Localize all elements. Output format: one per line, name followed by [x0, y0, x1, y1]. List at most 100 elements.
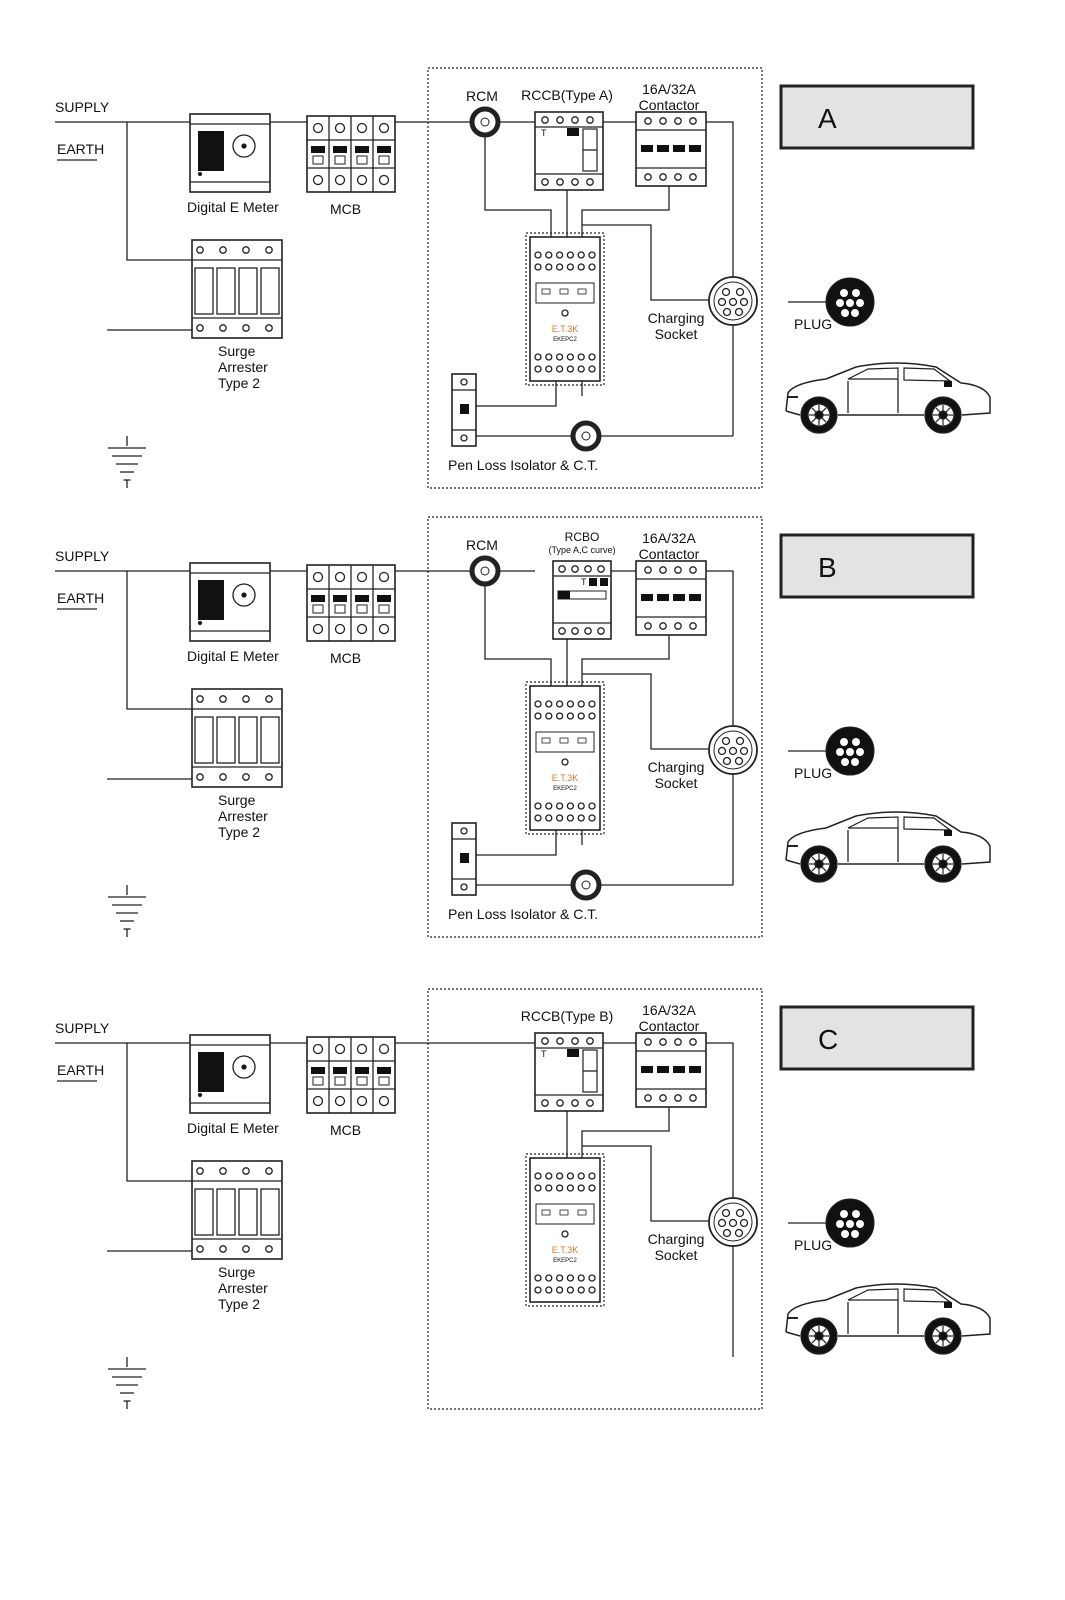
- meter-label: Digital E Meter: [187, 199, 279, 215]
- rcm-ring: [469, 106, 501, 138]
- contactor-label-2: Contactor: [639, 1018, 700, 1034]
- contactor-label-2: Contactor: [639, 546, 700, 562]
- plug-label: PLUG: [794, 316, 832, 332]
- mcb-label: MCB: [330, 1122, 361, 1138]
- socket-label-2: Socket: [655, 775, 698, 791]
- socket-label-1: Charging: [648, 1231, 705, 1247]
- plug-icon: [825, 1198, 875, 1248]
- mcb-label: MCB: [330, 201, 361, 217]
- charging-socket-icon: [708, 1197, 758, 1247]
- rcbo: T: [552, 560, 612, 640]
- variant-letter: B: [818, 552, 837, 583]
- socket-label-1: Charging: [648, 759, 705, 775]
- controller-model: EKEPC2: [553, 1258, 577, 1264]
- controller-brand: E.T.3K: [552, 1245, 579, 1255]
- pen-loss-isolator: [451, 373, 477, 447]
- meter-label: Digital E Meter: [187, 1120, 279, 1136]
- surge-arrester: [191, 688, 283, 788]
- supply-label: SUPPLY: [55, 1020, 110, 1036]
- surge-label-3: Type 2: [218, 375, 260, 391]
- svg-text:T: T: [541, 1049, 547, 1059]
- rcd-label: RCBO: [565, 530, 600, 544]
- rcm-label: RCM: [466, 88, 498, 104]
- plug-icon: [825, 726, 875, 776]
- mcb: [306, 1036, 396, 1114]
- socket-label-2: Socket: [655, 326, 698, 342]
- charging-socket-icon: [708, 725, 758, 775]
- controller-brand: E.T.3K: [552, 324, 579, 334]
- supply-label: SUPPLY: [55, 548, 110, 564]
- surge-label-2: Arrester: [218, 1280, 268, 1296]
- diagram-c: SUPPLY EARTH Digital E Meter MCB SurgeArrest…: [55, 988, 991, 1410]
- contactor-label-1: 16A/32A: [642, 1002, 696, 1018]
- earth-label: EARTH: [57, 590, 104, 606]
- earth-ground-symbol: [108, 447, 146, 488]
- variant-letter: C: [818, 1024, 838, 1055]
- socket-label-1: Charging: [648, 310, 705, 326]
- car-icon: [785, 811, 991, 883]
- car-icon: [785, 362, 991, 434]
- surge-label-1: Surge: [218, 1264, 256, 1280]
- enclosure-box: [427, 67, 763, 489]
- surge-arrester: [191, 1160, 283, 1260]
- rccb: T: [534, 111, 604, 191]
- digital-e-meter: [189, 113, 271, 193]
- surge-label-1: Surge: [218, 792, 256, 808]
- earth-label: EARTH: [57, 1062, 104, 1078]
- surge-label-2: Arrester: [218, 808, 268, 824]
- variant-box: [779, 533, 975, 599]
- rcm-ring: [469, 555, 501, 587]
- contactor-label-2: Contactor: [639, 97, 700, 113]
- digital-e-meter: [189, 562, 271, 642]
- rcm-label: RCM: [466, 537, 498, 553]
- ct-ring: [570, 869, 602, 901]
- earth-ground-symbol: [108, 1368, 146, 1409]
- contactor: [635, 111, 707, 187]
- ev-controller: E.T.3K EKEPC2: [525, 1153, 605, 1307]
- pen-loss-isolator: [451, 822, 477, 896]
- diagram-b: SUPPLY EARTH Digital E Meter MCB SurgeArrest…: [55, 516, 991, 938]
- variant-box: [779, 84, 975, 150]
- charging-socket-icon: [708, 276, 758, 326]
- contactor-label-1: 16A/32A: [642, 530, 696, 546]
- rccb: T: [534, 1032, 604, 1112]
- svg-text:T: T: [541, 128, 547, 138]
- enclosure-box: [427, 516, 763, 938]
- meter-label: Digital E Meter: [187, 648, 279, 664]
- car-icon: [785, 1283, 991, 1355]
- controller-model: EKEPC2: [553, 337, 577, 343]
- svg-text:T: T: [581, 577, 587, 587]
- enclosure-box: [427, 988, 763, 1410]
- contactor: [635, 1032, 707, 1108]
- surge-label-3: Type 2: [218, 824, 260, 840]
- variant-letter: A: [818, 103, 837, 134]
- mcb: [306, 564, 396, 642]
- plug-label: PLUG: [794, 765, 832, 781]
- surge-label-3: Type 2: [218, 1296, 260, 1312]
- pen-label: Pen Loss Isolator & C.T.: [448, 906, 598, 922]
- digital-e-meter: [189, 1034, 271, 1114]
- ct-ring: [570, 420, 602, 452]
- socket-label-2: Socket: [655, 1247, 698, 1263]
- mcb-label: MCB: [330, 650, 361, 666]
- pen-label: Pen Loss Isolator & C.T.: [448, 457, 598, 473]
- mcb: [306, 115, 396, 193]
- ev-controller: E.T.3K EKEPC2: [525, 681, 605, 835]
- plug-label: PLUG: [794, 1237, 832, 1253]
- ev-controller: E.T.3K EKEPC2: [525, 232, 605, 386]
- rcd-sublabel: (Type A,C curve): [548, 545, 615, 555]
- controller-brand: E.T.3K: [552, 773, 579, 783]
- rcd-label: RCCB(Type A): [521, 87, 613, 103]
- earth-label: EARTH: [57, 141, 104, 157]
- surge-label-2: Arrester: [218, 359, 268, 375]
- rcd-label: RCCB(Type B): [521, 1008, 614, 1024]
- supply-label: SUPPLY: [55, 99, 110, 115]
- earth-ground-symbol: [108, 896, 146, 937]
- surge-arrester: [191, 239, 283, 339]
- variant-box: [779, 1005, 975, 1071]
- contactor: [635, 560, 707, 636]
- controller-model: EKEPC2: [553, 786, 577, 792]
- plug-icon: [825, 277, 875, 327]
